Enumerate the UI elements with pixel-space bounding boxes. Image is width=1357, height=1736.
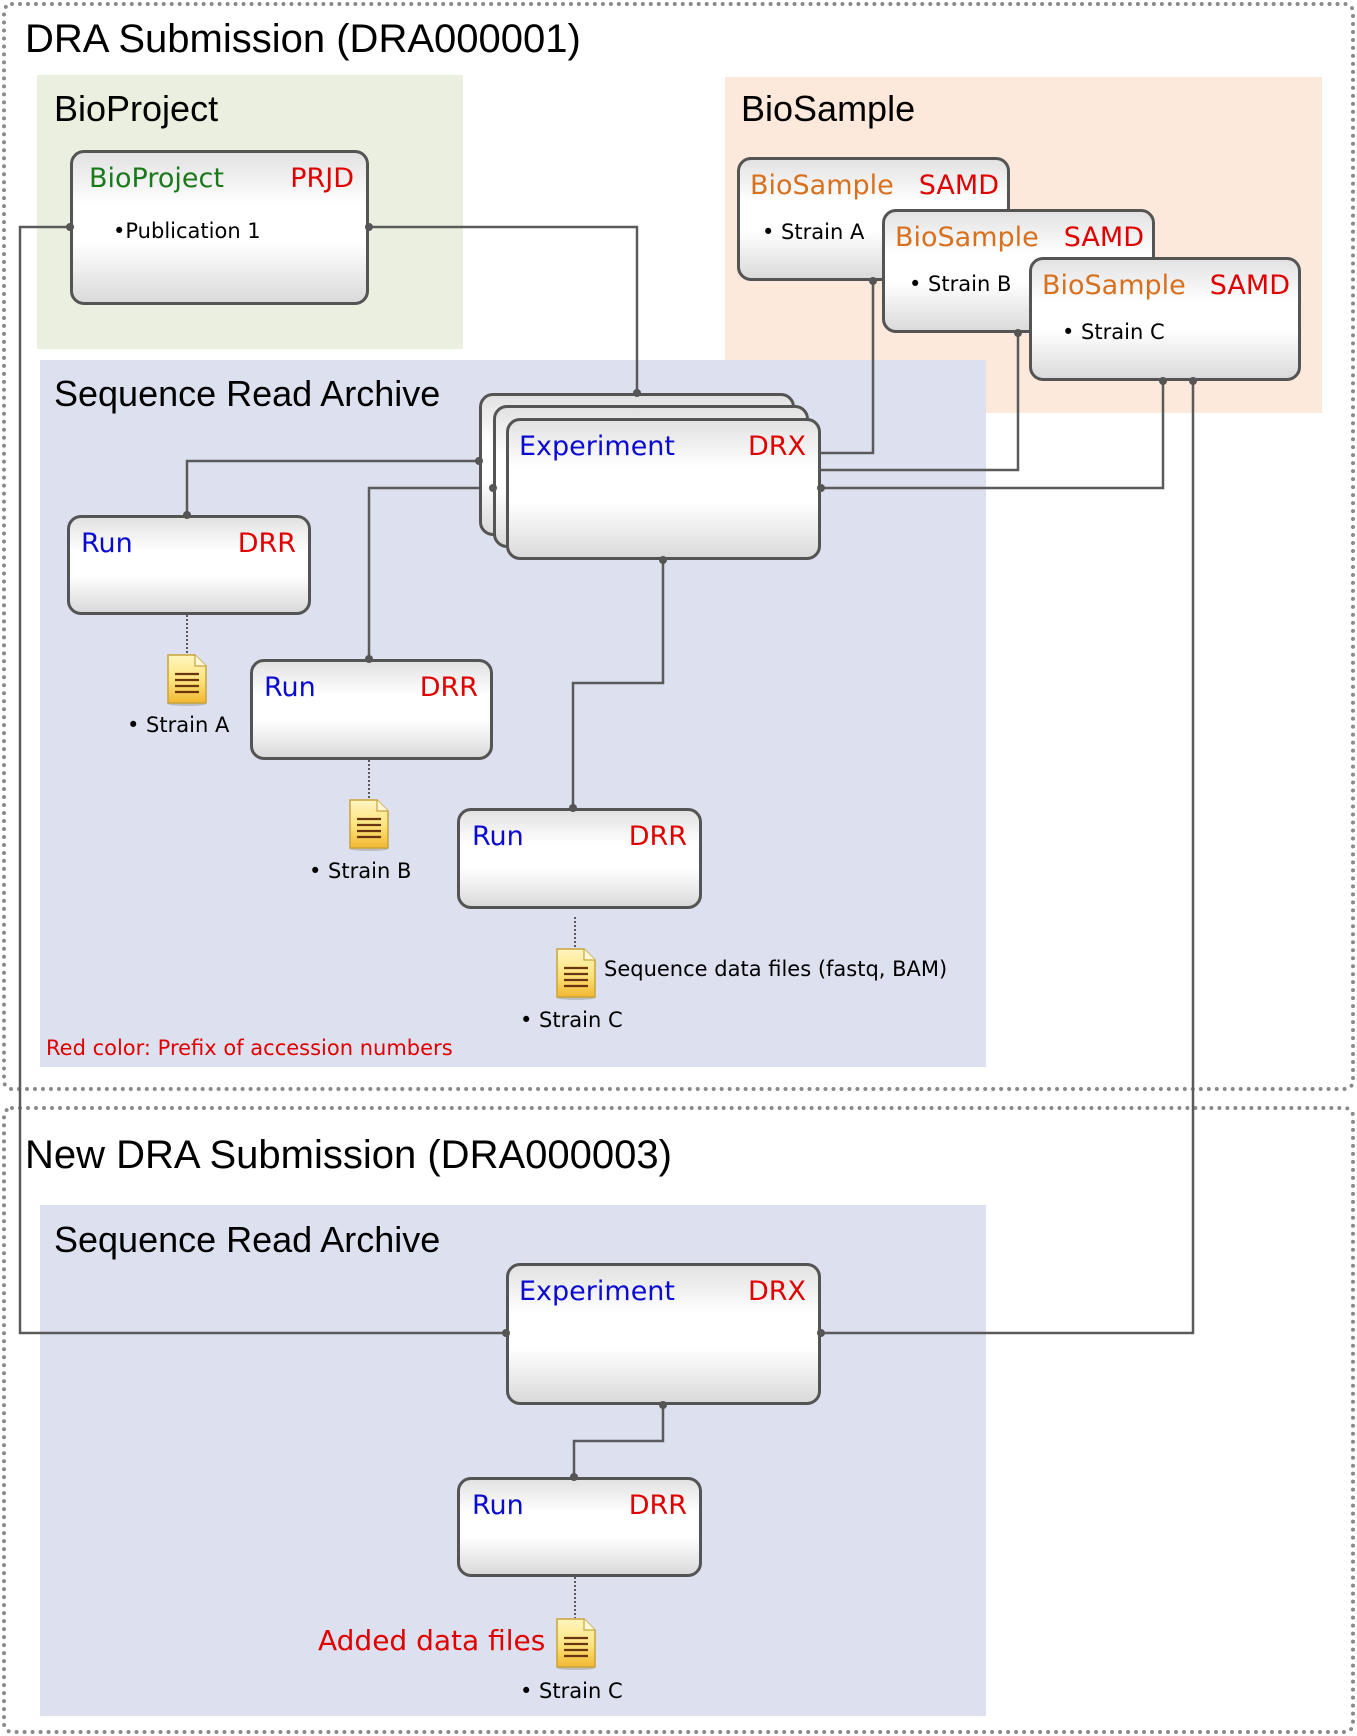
biosample-node-label: BioSample [750,170,894,201]
biosample-item: • Strain C [1062,320,1165,344]
run-node-label: Run [81,528,133,559]
submission-frame-dra000003 [2,1106,1355,1734]
sra-region-title-new: Sequence Read Archive [54,1219,441,1260]
document-icon [167,654,207,706]
run-node-a[interactable]: Run DRR [67,515,311,615]
biosample-region-title: BioSample [741,88,916,129]
file-caption: • Strain C [520,1008,623,1032]
added-files-note: Added data files [318,1624,546,1657]
submission-frame-dra000001 [2,2,1355,1091]
file-caption: • Strain B [309,859,412,883]
run-node-label: Run [472,1490,524,1521]
file-caption: • Strain C [520,1679,623,1703]
biosample-node-c[interactable]: BioSample SAMD • Strain C [1029,257,1301,381]
bioproject-node[interactable]: BioProject PRJD •Publication 1 [70,150,369,305]
biosample-item: • Strain A [762,220,865,244]
experiment-node[interactable]: Experiment DRX [506,418,821,560]
files-note: Sequence data files (fastq, BAM) [604,957,948,981]
accession-prefix-prjd: PRJD [290,163,354,194]
bioproject-node-label: BioProject [89,163,224,194]
run-node-c[interactable]: Run DRR [457,808,702,909]
accession-prefix-drr: DRR [419,672,478,703]
document-icon [556,948,596,1000]
run-node-label: Run [264,672,316,703]
file-caption: • Strain A [127,713,230,737]
new-experiment-node[interactable]: Experiment DRX [506,1263,821,1405]
legend-note: Red color: Prefix of accession numbers [46,1036,453,1060]
accession-prefix-samd: SAMD [918,170,999,201]
run-node-label: Run [472,821,524,852]
accession-prefix-drr: DRR [628,1490,687,1521]
document-icon [556,1618,596,1670]
accession-prefix-samd: SAMD [1063,222,1144,253]
document-icon [349,799,389,851]
accession-prefix-drx: DRX [747,1276,806,1307]
biosample-item: • Strain B [909,272,1012,296]
biosample-node-label: BioSample [895,222,1039,253]
sra-region-title: Sequence Read Archive [54,373,441,414]
accession-prefix-drr: DRR [628,821,687,852]
accession-prefix-samd: SAMD [1209,270,1290,301]
bioproject-item: •Publication 1 [113,219,261,243]
submission-title-new: New DRA Submission (DRA000003) [25,1133,672,1177]
experiment-node-label: Experiment [519,431,676,462]
run-node-b[interactable]: Run DRR [250,659,493,760]
experiment-node-label: Experiment [519,1276,676,1307]
accession-prefix-drx: DRX [747,431,806,462]
bioproject-region-title: BioProject [54,88,219,129]
accession-prefix-drr: DRR [237,528,296,559]
new-run-node[interactable]: Run DRR [457,1477,702,1577]
submission-title: DRA Submission (DRA000001) [25,17,581,61]
biosample-node-label: BioSample [1042,270,1186,301]
